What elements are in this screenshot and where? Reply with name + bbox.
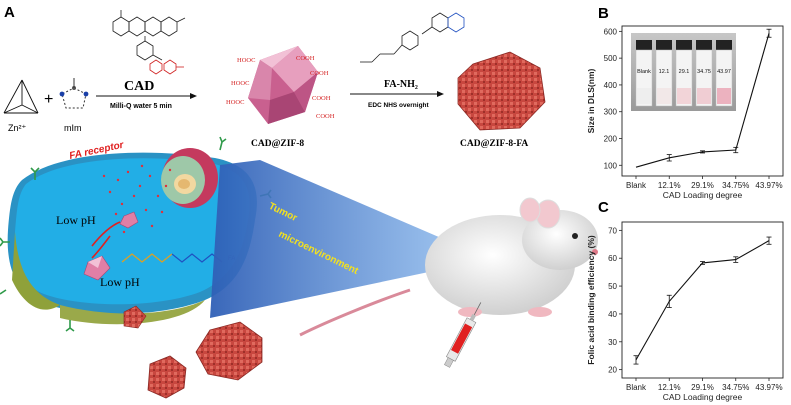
chart-c-xlabel: CAD Loading degree — [663, 392, 743, 402]
cad-zif8-fa-label: CAD@ZIF-8-FA — [460, 139, 528, 149]
vial-cap — [636, 40, 652, 50]
mouse-illustration — [299, 197, 598, 337]
chart-b-xlabel: CAD Loading degree — [663, 190, 743, 200]
vial-liquid — [637, 88, 651, 104]
panel-a-letter: A — [4, 4, 15, 21]
chart-b-xtick-label: Blank — [626, 181, 647, 190]
chart-c-ytick-label: 60 — [608, 254, 617, 263]
vial-liquid — [657, 88, 671, 104]
drug-particles — [102, 164, 172, 234]
step1-condition: Milli-Q water 5 min — [110, 103, 172, 110]
step2-condition: EDC NHS overnight — [368, 102, 430, 109]
chart-c-series-line — [635, 240, 770, 361]
nanoparticle-at-membrane — [123, 305, 147, 329]
chart-b-ytick-label: 500 — [604, 54, 618, 63]
mim-label: mIm — [64, 123, 82, 133]
chart-c-xtick-label: 43.97% — [755, 383, 782, 392]
chart-b-ylabel: Size in DLS(nm) — [586, 68, 596, 133]
cell-nucleus-illustration — [161, 148, 218, 208]
vial-liquid — [677, 88, 691, 104]
extracellular-crystal-1 — [195, 321, 263, 381]
mim-ring-icon — [59, 78, 89, 109]
zn-label: Zn²⁺ — [8, 123, 27, 133]
cad-label: CAD — [124, 79, 154, 94]
vial-label: 43.97 — [717, 69, 731, 75]
vial-liquid — [717, 88, 731, 104]
cooh-tag-3: COOH — [312, 95, 331, 102]
vial-cap — [716, 40, 732, 50]
chart-c-ytick-label: 70 — [608, 226, 617, 235]
cad-molecule-icon — [112, 10, 186, 75]
syringe-illustration — [444, 302, 482, 368]
release-arrows — [91, 221, 121, 259]
chart-b-ytick-label: 600 — [604, 27, 618, 36]
vial-cap — [656, 40, 672, 50]
chart-b-ytick-label: 200 — [604, 135, 618, 144]
vial-cap — [676, 40, 692, 50]
cad-zif8-octahedron-icon — [248, 46, 318, 124]
linker-chain — [121, 253, 223, 263]
nanoparticle-in-cell-2 — [83, 255, 111, 281]
panel-b-letter: B — [598, 5, 609, 22]
reaction-arrow-2 — [350, 91, 444, 97]
chart-c-xtick-label: Blank — [626, 383, 647, 392]
chart-c-ytick-label: 20 — [608, 366, 617, 375]
cooh-tag-4: COOH — [316, 113, 335, 120]
plus-sign: + — [44, 91, 53, 108]
extracellular-crystal-2 — [147, 355, 187, 399]
panel-c-letter: C — [598, 199, 609, 216]
zn-tetrahedron-icon — [3, 79, 39, 114]
chart-b-ytick-label: 300 — [604, 108, 618, 117]
vial-label: 12.1 — [659, 69, 670, 75]
vials-group: Blank 12.1 29.1 34.75 43.97 — [635, 40, 733, 107]
hooc-tag-1: HOOC — [237, 57, 255, 64]
vial-label: 29.1 — [679, 69, 690, 75]
cooh-tag-2: COOH — [310, 70, 329, 77]
cooh-tag-1: COOH — [296, 55, 315, 62]
chart-c-ytick-label: 50 — [608, 282, 617, 291]
cad-zif8-label: CAD@ZIF-8 — [251, 139, 304, 149]
fa-nh2-label: FA-NH₂ — [384, 79, 418, 90]
chart-b-xtick-label: 12.1% — [658, 181, 681, 190]
cad-zif8-fa-crystal-icon — [457, 51, 546, 131]
vial-cap — [696, 40, 712, 50]
chart-b-ytick-label: 400 — [604, 81, 618, 90]
chart-c-xtick-label: 12.1% — [658, 383, 681, 392]
chart-b-xtick-label: 29.1% — [691, 181, 714, 190]
low-ph-label-1: Low pH — [56, 213, 96, 227]
vial-label: Blank — [637, 69, 651, 75]
chart-b-xtick-label: 34.75% — [722, 181, 749, 190]
hooc-tag-2: HOOC — [231, 80, 249, 87]
chart-b-xtick-label: 43.97% — [755, 181, 782, 190]
chart-c-frame — [621, 221, 784, 379]
hooc-tag-3: HOOC — [226, 99, 244, 106]
chart-c-ytick-label: 40 — [608, 310, 617, 319]
reaction-arrow-1 — [96, 93, 197, 99]
nanoparticle-in-cell-1 — [119, 211, 139, 229]
vial-liquid — [697, 88, 711, 104]
chart-b-ytick-label: 100 — [604, 161, 618, 170]
vial-label: 34.75 — [697, 69, 711, 75]
tumor-microenvironment-cone — [210, 160, 462, 318]
chart-c-ytick-label: 30 — [608, 338, 617, 347]
low-ph-label-2: Low pH — [100, 275, 140, 289]
chart-c-xtick-label: 34.75% — [722, 383, 749, 392]
chart-c-ylabel: Folic acid binding efficiency (%) — [586, 235, 596, 365]
fa-nh2-molecule-icon — [360, 12, 465, 63]
chart-c-xtick-label: 29.1% — [691, 383, 714, 392]
